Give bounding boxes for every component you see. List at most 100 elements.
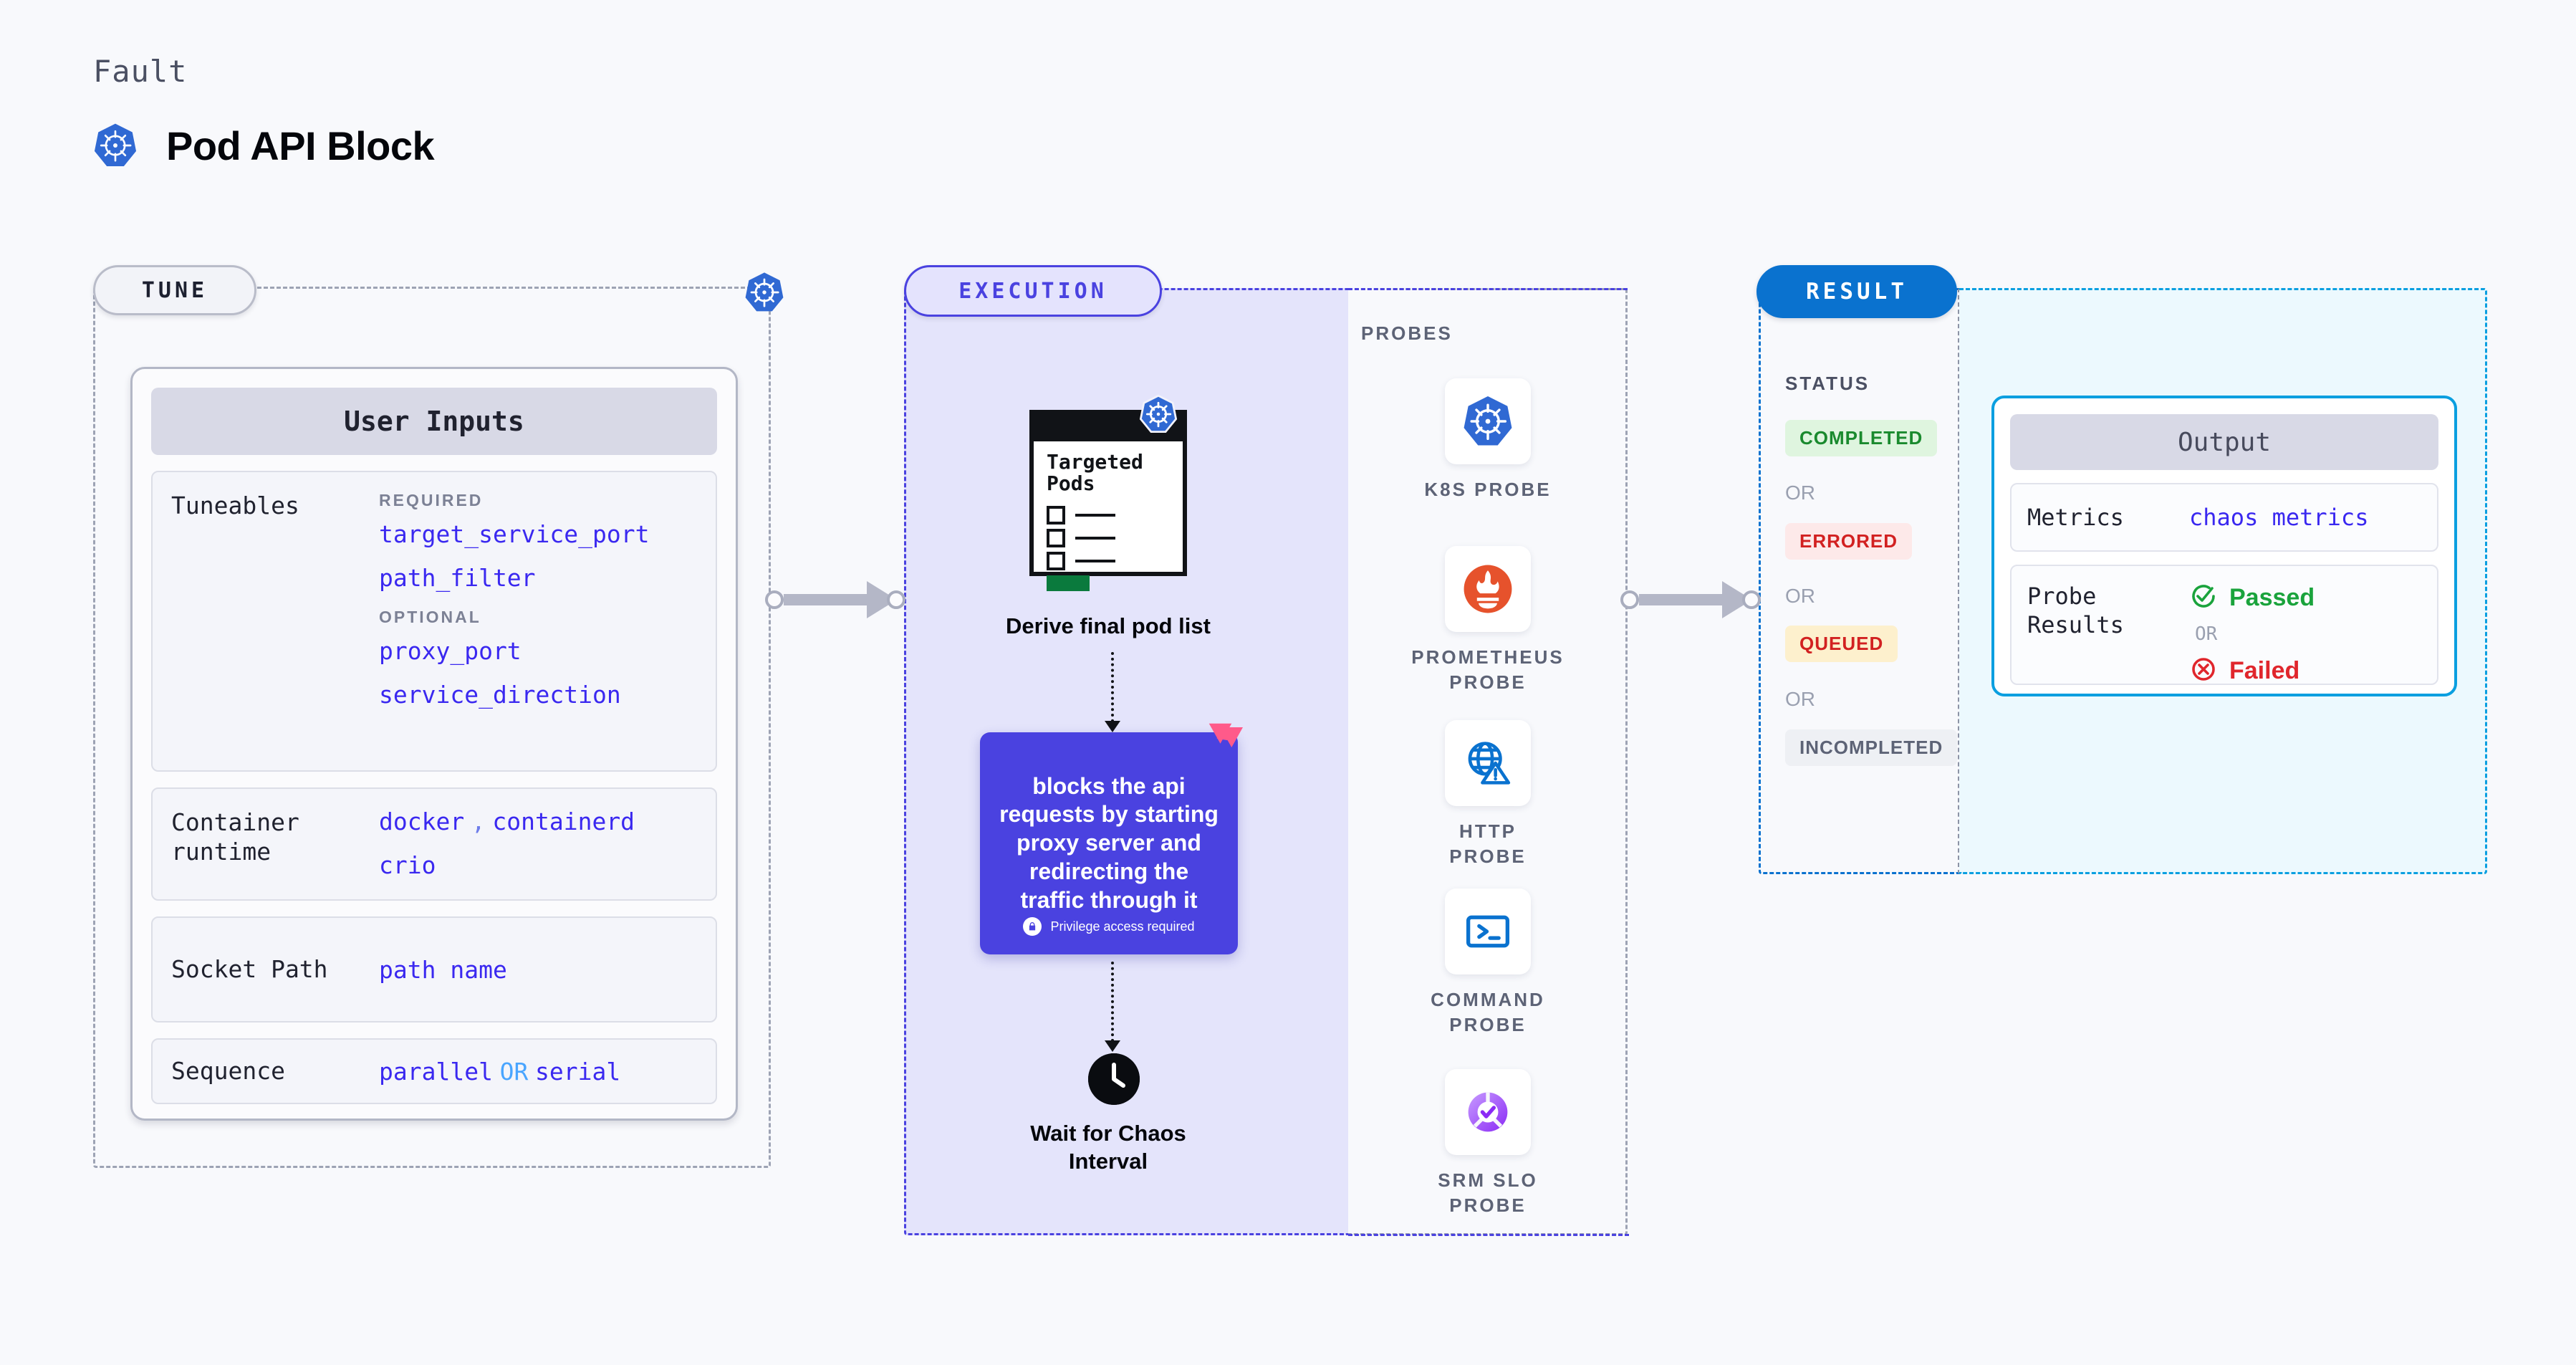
targeted-pods-illustration: Targeted Pods xyxy=(1029,394,1187,591)
x-circle-icon xyxy=(2189,655,2218,686)
user-inputs-title: User Inputs xyxy=(151,388,717,455)
socket-path-row: Socket Path path name xyxy=(151,916,717,1022)
output-title: Output xyxy=(2010,414,2438,470)
probe-result-passed: Passed xyxy=(2189,582,2315,613)
runtime-crio: crio xyxy=(379,851,436,879)
wait-for-chaos-caption: Wait for Chaos Interval xyxy=(1030,1121,1186,1174)
sequence-row: Sequence parallel OR serial xyxy=(151,1038,717,1104)
connector-end-dot xyxy=(887,590,905,609)
metrics-value: chaos metrics xyxy=(2189,504,2369,531)
passed-label: Passed xyxy=(2229,583,2315,611)
connector-bar xyxy=(1639,594,1724,605)
optional-kicker: OPTIONAL xyxy=(379,608,481,626)
status-or-1: OR xyxy=(1785,482,1815,504)
status-or-3: OR xyxy=(1785,688,1815,710)
runtime-separator: , xyxy=(471,808,486,835)
probe-label: PROMETHEUS PROBE xyxy=(1411,646,1565,694)
checkbox-icon xyxy=(1047,506,1065,525)
tuneable-proxy-port[interactable]: proxy_port xyxy=(379,637,522,665)
kubernetes-icon xyxy=(92,122,139,169)
status-badge-incompleted: INCOMPLETED xyxy=(1785,729,1958,766)
pods-list-item xyxy=(1047,552,1115,570)
kubernetes-icon xyxy=(743,271,786,314)
connector-bar xyxy=(784,594,868,605)
tuneable-path-filter[interactable]: path_filter xyxy=(379,564,536,592)
derive-pod-list-caption: Derive final pod list xyxy=(1006,613,1211,638)
chaos-action-text: blocks the api requests by starting prox… xyxy=(999,772,1219,913)
failed-label: Failed xyxy=(2229,656,2300,684)
status-badge-completed: COMPLETED xyxy=(1785,420,1938,456)
probe-srm-slo[interactable]: SRM SLO PROBE xyxy=(1420,1069,1556,1218)
socket-path-value: path name xyxy=(379,955,507,984)
privilege-note-text: Privilege access required xyxy=(1050,919,1195,934)
probe-label: K8S PROBE xyxy=(1424,479,1552,500)
tune-region xyxy=(93,287,771,1168)
execution-pill[interactable]: EXECUTION xyxy=(904,265,1162,317)
sequence-parallel: parallel xyxy=(379,1057,493,1086)
tune-pill[interactable]: TUNE xyxy=(93,265,256,315)
checkbox-icon xyxy=(1047,529,1065,547)
tuneable-service-direction[interactable]: service_direction xyxy=(379,681,621,709)
tune-to-execution-connector xyxy=(765,581,905,618)
connector-end-dot xyxy=(1742,590,1761,609)
srm-slo-icon xyxy=(1445,1069,1531,1155)
pods-heading: Targeted Pods xyxy=(1047,450,1143,496)
container-runtime-label: Container runtime xyxy=(171,808,299,866)
fault-eyebrow: Fault xyxy=(93,54,188,89)
lock-icon xyxy=(1023,917,1042,936)
pods-progress-bar xyxy=(1047,575,1090,591)
privilege-note: Privilege access required xyxy=(980,917,1238,936)
result-pill[interactable]: RESULT xyxy=(1756,265,1957,318)
status-or-2: OR xyxy=(1785,585,1815,607)
probe-prometheus[interactable]: PROMETHEUS PROBE xyxy=(1411,546,1562,695)
metrics-label: Metrics xyxy=(2027,504,2124,531)
metrics-row: Metrics chaos metrics xyxy=(2010,483,2438,552)
sequence-label: Sequence xyxy=(171,1057,285,1086)
chaos-action-card: blocks the api requests by starting prox… xyxy=(980,723,1243,954)
probe-label: SRM SLO PROBE xyxy=(1438,1169,1538,1217)
flow-arrow-2-icon xyxy=(1105,962,1120,1052)
container-runtime-row: Container runtime docker , containerd cr… xyxy=(151,787,717,901)
sequence-serial: serial xyxy=(534,1057,621,1086)
litmus-chaos-icon xyxy=(1208,722,1248,765)
pods-list-item xyxy=(1047,506,1115,525)
status-title: STATUS xyxy=(1785,373,1870,394)
pods-list-item xyxy=(1047,529,1115,547)
pods-frame: Targeted Pods xyxy=(1029,410,1187,591)
runtime-containerd: containerd xyxy=(492,808,635,835)
page-title: Pod API Block xyxy=(166,123,435,168)
fault-title-row: Pod API Block xyxy=(92,122,435,169)
prometheus-icon xyxy=(1445,546,1531,632)
probes-title: PROBES xyxy=(1361,322,1453,344)
socket-path-label: Socket Path xyxy=(171,955,328,984)
flow-arrow-1-icon xyxy=(1105,652,1120,732)
check-circle-icon xyxy=(2189,582,2218,613)
connector-start-dot xyxy=(765,590,784,609)
connector-start-dot xyxy=(1620,590,1639,609)
probes-bottom-divider xyxy=(1348,1234,1629,1236)
probe-result-or: OR xyxy=(2195,623,2218,645)
execution-to-result-connector xyxy=(1620,581,1761,618)
terminal-icon xyxy=(1445,889,1531,974)
probe-result-failed: Failed xyxy=(2189,655,2315,686)
tuneables-label: Tuneables xyxy=(171,492,299,519)
user-inputs-card: User Inputs Tuneables REQUIRED target_se… xyxy=(130,367,738,1121)
tuneables-row: Tuneables REQUIRED target_service_port p… xyxy=(151,471,717,772)
probe-label: COMMAND PROBE xyxy=(1431,989,1545,1036)
status-badge-queued: QUEUED xyxy=(1785,626,1898,662)
tuneable-target-service-port[interactable]: target_service_port xyxy=(379,520,650,548)
clock-icon xyxy=(1088,1053,1140,1105)
probe-k8s[interactable]: K8S PROBE xyxy=(1420,378,1556,502)
probe-http[interactable]: HTTP PROBE xyxy=(1420,720,1556,869)
sequence-or: OR xyxy=(499,1057,529,1086)
required-kicker: REQUIRED xyxy=(379,491,484,509)
kubernetes-icon xyxy=(1138,394,1178,437)
probe-label: HTTP PROBE xyxy=(1449,820,1527,868)
probe-command[interactable]: COMMAND PROBE xyxy=(1420,889,1556,1038)
globe-warning-icon xyxy=(1445,720,1531,806)
checkbox-icon xyxy=(1047,552,1065,570)
